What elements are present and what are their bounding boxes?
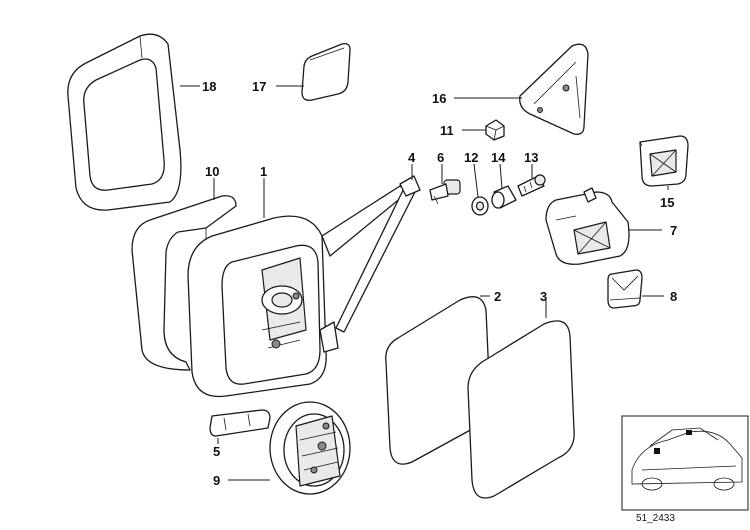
callout-12: 12	[464, 150, 478, 165]
leader-lines	[180, 85, 669, 481]
part-7-switch-housing	[545, 187, 630, 265]
callout-9: 9	[213, 473, 220, 488]
callout-15: 15	[660, 195, 674, 210]
part-3-mirror-glass	[467, 320, 575, 499]
callout-labels: 18 17 16 11 10 1 4 6 12 14 13 15 7 8 2 3…	[202, 79, 677, 488]
callout-8: 8	[670, 289, 677, 304]
part-6-screw	[429, 179, 461, 205]
part-8-switch-cap	[607, 269, 643, 309]
part-5-clip	[209, 409, 271, 437]
callout-10: 10	[205, 164, 219, 179]
callout-11: 11	[440, 123, 454, 138]
callout-14: 14	[491, 150, 506, 165]
diagram-code: 51_2433	[636, 513, 675, 524]
part-18-cover-frame	[67, 33, 182, 211]
callout-5: 5	[213, 444, 220, 459]
callout-16: 16	[432, 91, 446, 106]
part-11-nut	[485, 119, 505, 141]
callout-13: 13	[524, 150, 538, 165]
callout-2: 2	[494, 289, 501, 304]
part-15-switch	[639, 135, 689, 187]
part-16-triangle-trim	[519, 43, 589, 135]
part-9-motor-drive	[269, 401, 351, 495]
callout-18: 18	[202, 79, 216, 94]
part-14-sleeve	[491, 185, 517, 209]
part-4-gasket-strip	[335, 175, 421, 333]
callout-6: 6	[437, 150, 444, 165]
part-1-mirror-housing	[187, 185, 409, 398]
callout-7: 7	[670, 223, 677, 238]
part-12-grommet	[471, 196, 489, 216]
part-17-glass-insert	[301, 42, 351, 101]
callout-17: 17	[252, 79, 266, 94]
part-13-bolt	[517, 174, 546, 197]
car-location-thumbnail	[621, 415, 749, 511]
callout-3: 3	[540, 289, 547, 304]
callout-4: 4	[408, 150, 416, 165]
callout-1: 1	[260, 164, 267, 179]
